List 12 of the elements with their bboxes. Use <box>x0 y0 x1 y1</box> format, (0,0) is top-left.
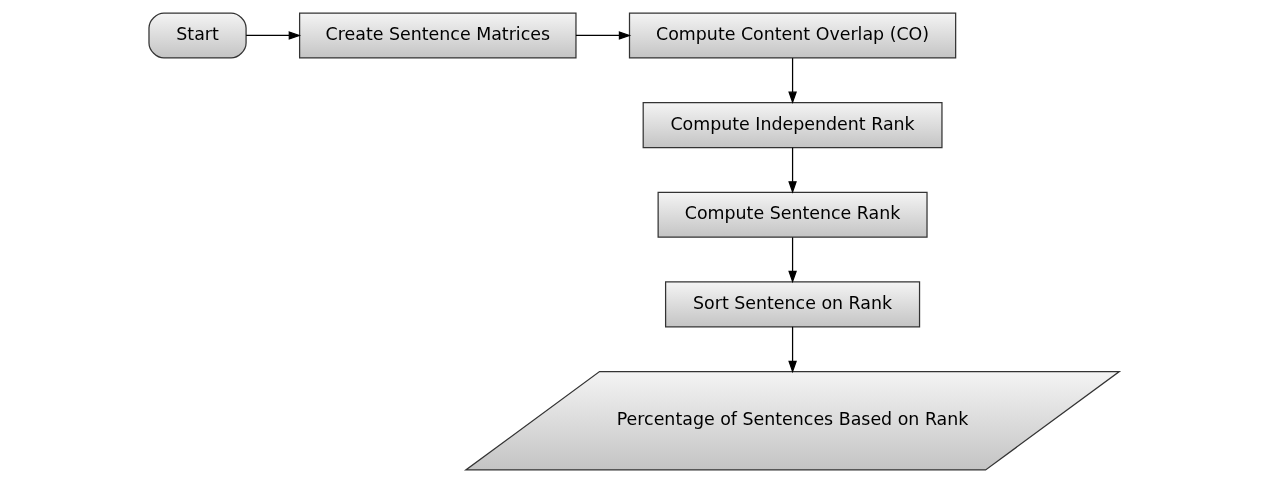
arrow <box>788 236 797 284</box>
node-box: Sort Sentence on Rank <box>665 281 921 328</box>
node-box: Compute Content Overlap (CO) <box>628 12 957 59</box>
node-box: Start <box>148 12 247 59</box>
arrow <box>788 147 797 194</box>
arrow <box>575 31 632 40</box>
node-box: Create Sentence Matrices <box>299 12 577 59</box>
node-box: Compute Sentence Rank <box>657 191 928 238</box>
arrow <box>788 57 797 105</box>
node-box: Compute Independent Rank <box>642 102 943 149</box>
arrow <box>245 31 302 40</box>
arrow <box>788 326 797 374</box>
